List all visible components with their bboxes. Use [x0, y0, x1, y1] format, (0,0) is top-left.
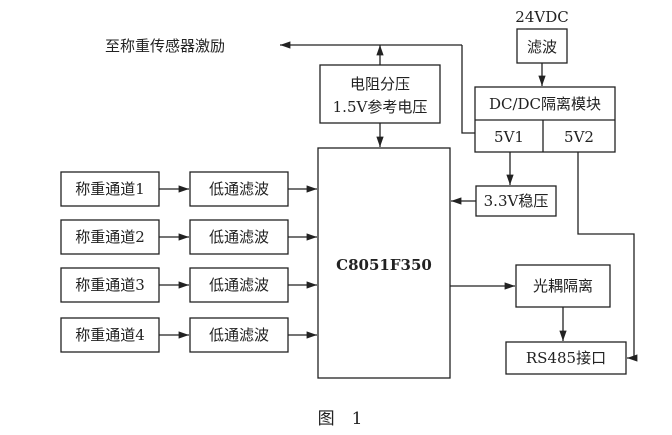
channel-name-1: 称重通道1 — [75, 180, 145, 198]
figure-caption: 图 1 — [318, 409, 363, 429]
rs485-label: RS485接口 — [526, 349, 606, 367]
5v2-to-rs485-wire — [577, 152, 638, 362]
lpf-label-4: 低通滤波 — [209, 326, 269, 344]
excitation-wire — [461, 45, 475, 134]
regulator-label: 3.3V稳压 — [484, 192, 549, 210]
out2-label: 5V2 — [564, 128, 594, 146]
mcu-box — [317, 147, 451, 379]
dcdc-label: DC/DC隔离模块 — [489, 95, 601, 113]
optocoupler-label: 光耦隔离 — [533, 277, 593, 295]
lpf-label-1: 低通滤波 — [209, 180, 269, 198]
channel-name-3: 称重通道3 — [75, 276, 145, 294]
excitation-label: 至称重传感器激励 — [105, 37, 225, 55]
divider-line-1: 电阻分压 — [350, 75, 410, 93]
divider-line-2: 1.5V参考电压 — [333, 98, 428, 116]
supply-label: 24VDC — [515, 8, 568, 26]
out1-label: 5V1 — [494, 128, 524, 146]
channel-name-4: 称重通道4 — [75, 326, 145, 344]
lpf-label-3: 低通滤波 — [209, 276, 269, 294]
filter-label: 滤波 — [527, 38, 557, 56]
lpf-label-2: 低通滤波 — [209, 228, 269, 246]
channel-name-2: 称重通道2 — [75, 228, 145, 246]
mcu-label: C8051F350 — [336, 256, 432, 274]
rs485-box — [505, 341, 627, 375]
